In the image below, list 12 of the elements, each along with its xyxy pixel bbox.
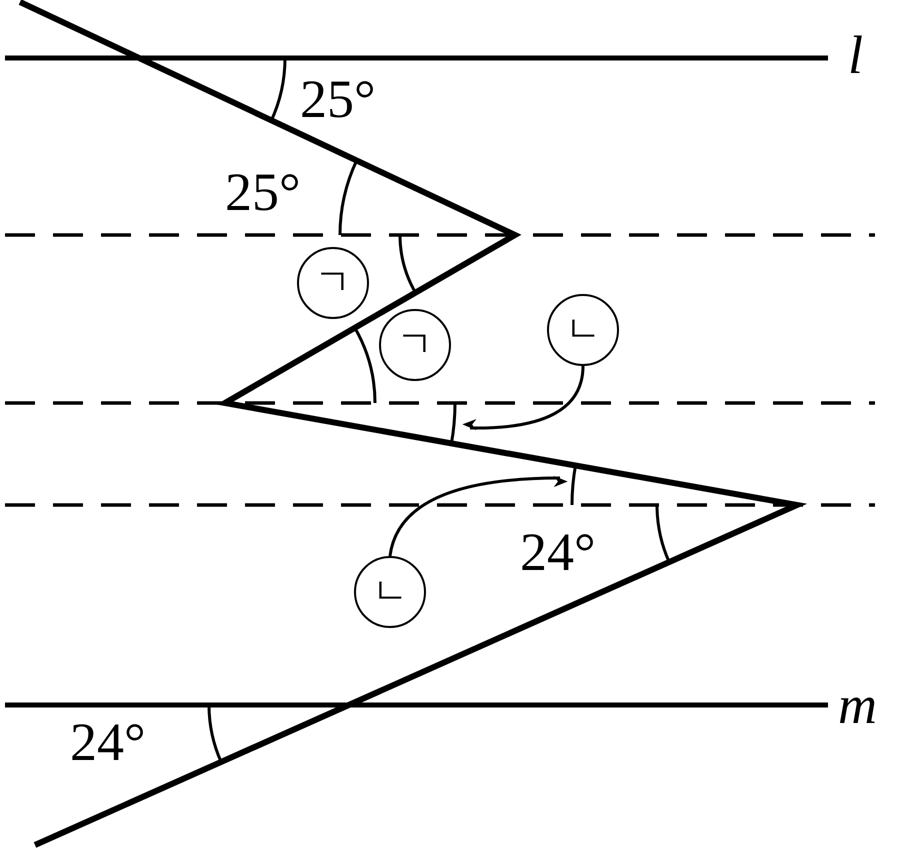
circled-label: ㄱ <box>379 309 451 381</box>
circled-label: ㄴ <box>547 294 619 366</box>
line-name: m <box>838 678 877 732</box>
angle-label: 25° <box>225 165 301 219</box>
line-name: l <box>848 28 864 82</box>
arrow <box>388 476 568 556</box>
angle-label: 24° <box>70 715 146 769</box>
arrow <box>462 366 584 430</box>
angle-label: 24° <box>520 525 596 579</box>
circled-label: ㄱ <box>297 247 369 319</box>
angle-label: 25° <box>300 72 376 126</box>
circled-label: ㄴ <box>354 556 426 628</box>
